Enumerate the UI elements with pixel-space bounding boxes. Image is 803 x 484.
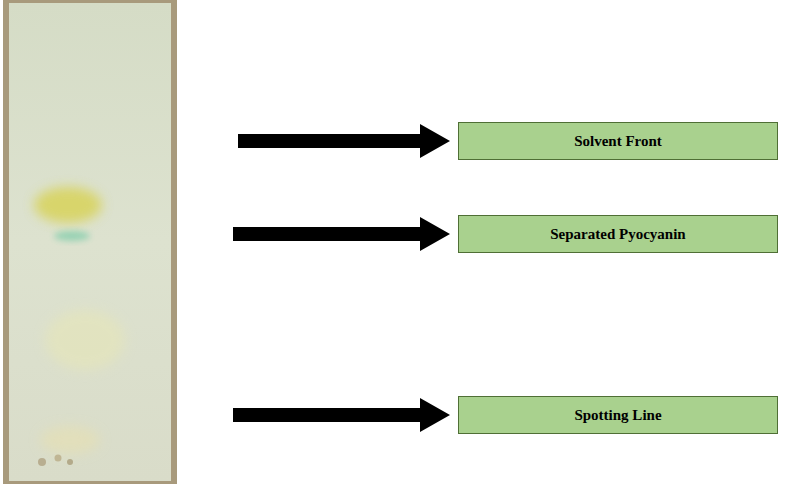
label-box: Solvent Front — [458, 122, 778, 160]
box-label: Separated Pyocyanin — [550, 226, 685, 243]
box-label: Solvent Front — [574, 133, 662, 150]
spot-mark — [38, 458, 46, 466]
pyocyanin-spot — [54, 231, 90, 241]
spot-mark — [55, 455, 62, 462]
faint-streak — [40, 426, 100, 454]
pointer-arrow — [233, 398, 450, 432]
label-box: Separated Pyocyanin — [458, 215, 778, 253]
pointer-arrows — [233, 124, 450, 432]
tlc-plate — [3, 0, 177, 484]
box-label: Spotting Line — [574, 407, 661, 424]
pointer-arrow — [233, 217, 450, 251]
label-box: Spotting Line — [458, 396, 778, 434]
plate-surface — [9, 3, 171, 481]
yellow-spot — [34, 187, 102, 223]
spot-mark — [67, 459, 73, 465]
plate-edge — [3, 0, 177, 484]
pointer-arrow — [238, 124, 450, 158]
faint-streak — [45, 310, 125, 370]
